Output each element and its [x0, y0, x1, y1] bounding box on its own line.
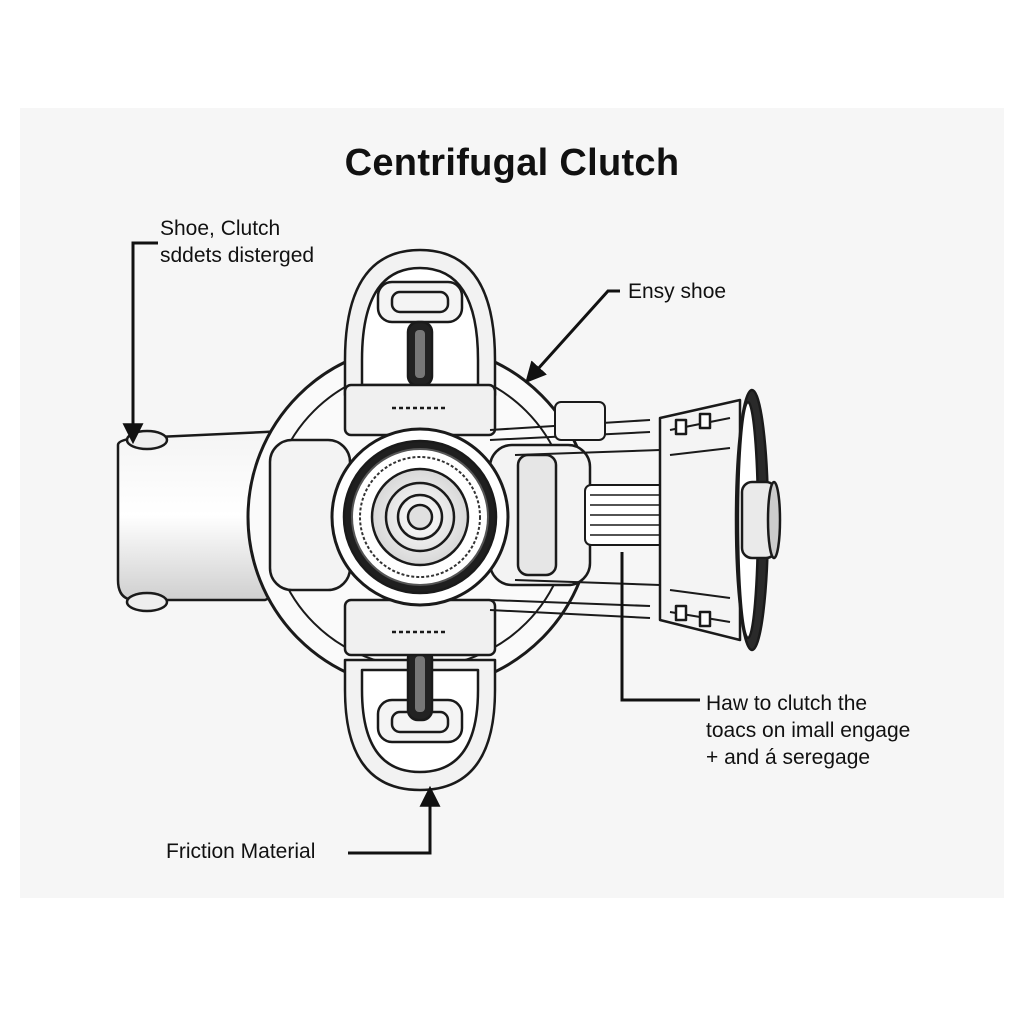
- callout-line-shoe-clutch: [122, 241, 158, 445]
- label-ensy-shoe: Ensy shoe: [628, 280, 727, 303]
- label-shoe-clutch-line2: sddets disterged: [160, 244, 315, 267]
- linkage-rods: [489, 401, 666, 619]
- label-shoe-clutch-line1: Shoe, Clutch: [160, 217, 281, 240]
- label-shoe-clutch: Shoe, Clutch sddets disterged: [160, 215, 314, 269]
- label-friction-material: Friction Material: [166, 840, 316, 863]
- callout-line-friction: [348, 785, 441, 855]
- label-how-to-line3: + and á seregage: [706, 746, 871, 769]
- callout-line-ensy-shoe: [525, 289, 620, 384]
- bottom-clutch-shoe: [343, 646, 497, 792]
- label-how-to-line1: Haw to clutch the: [706, 692, 868, 715]
- label-how-to-clutch: Haw to clutch the toacs on imall engage …: [706, 690, 910, 771]
- diagram-title: Centrifugal Clutch: [344, 142, 680, 184]
- top-clutch-shoe: [343, 248, 497, 397]
- output-housing: [658, 388, 782, 652]
- shaft-collar-bottom: [125, 591, 169, 613]
- clutch-hub: [330, 427, 510, 607]
- callout-line-how-to: [620, 552, 700, 702]
- label-how-to-line2: toacs on imall engage: [706, 719, 911, 742]
